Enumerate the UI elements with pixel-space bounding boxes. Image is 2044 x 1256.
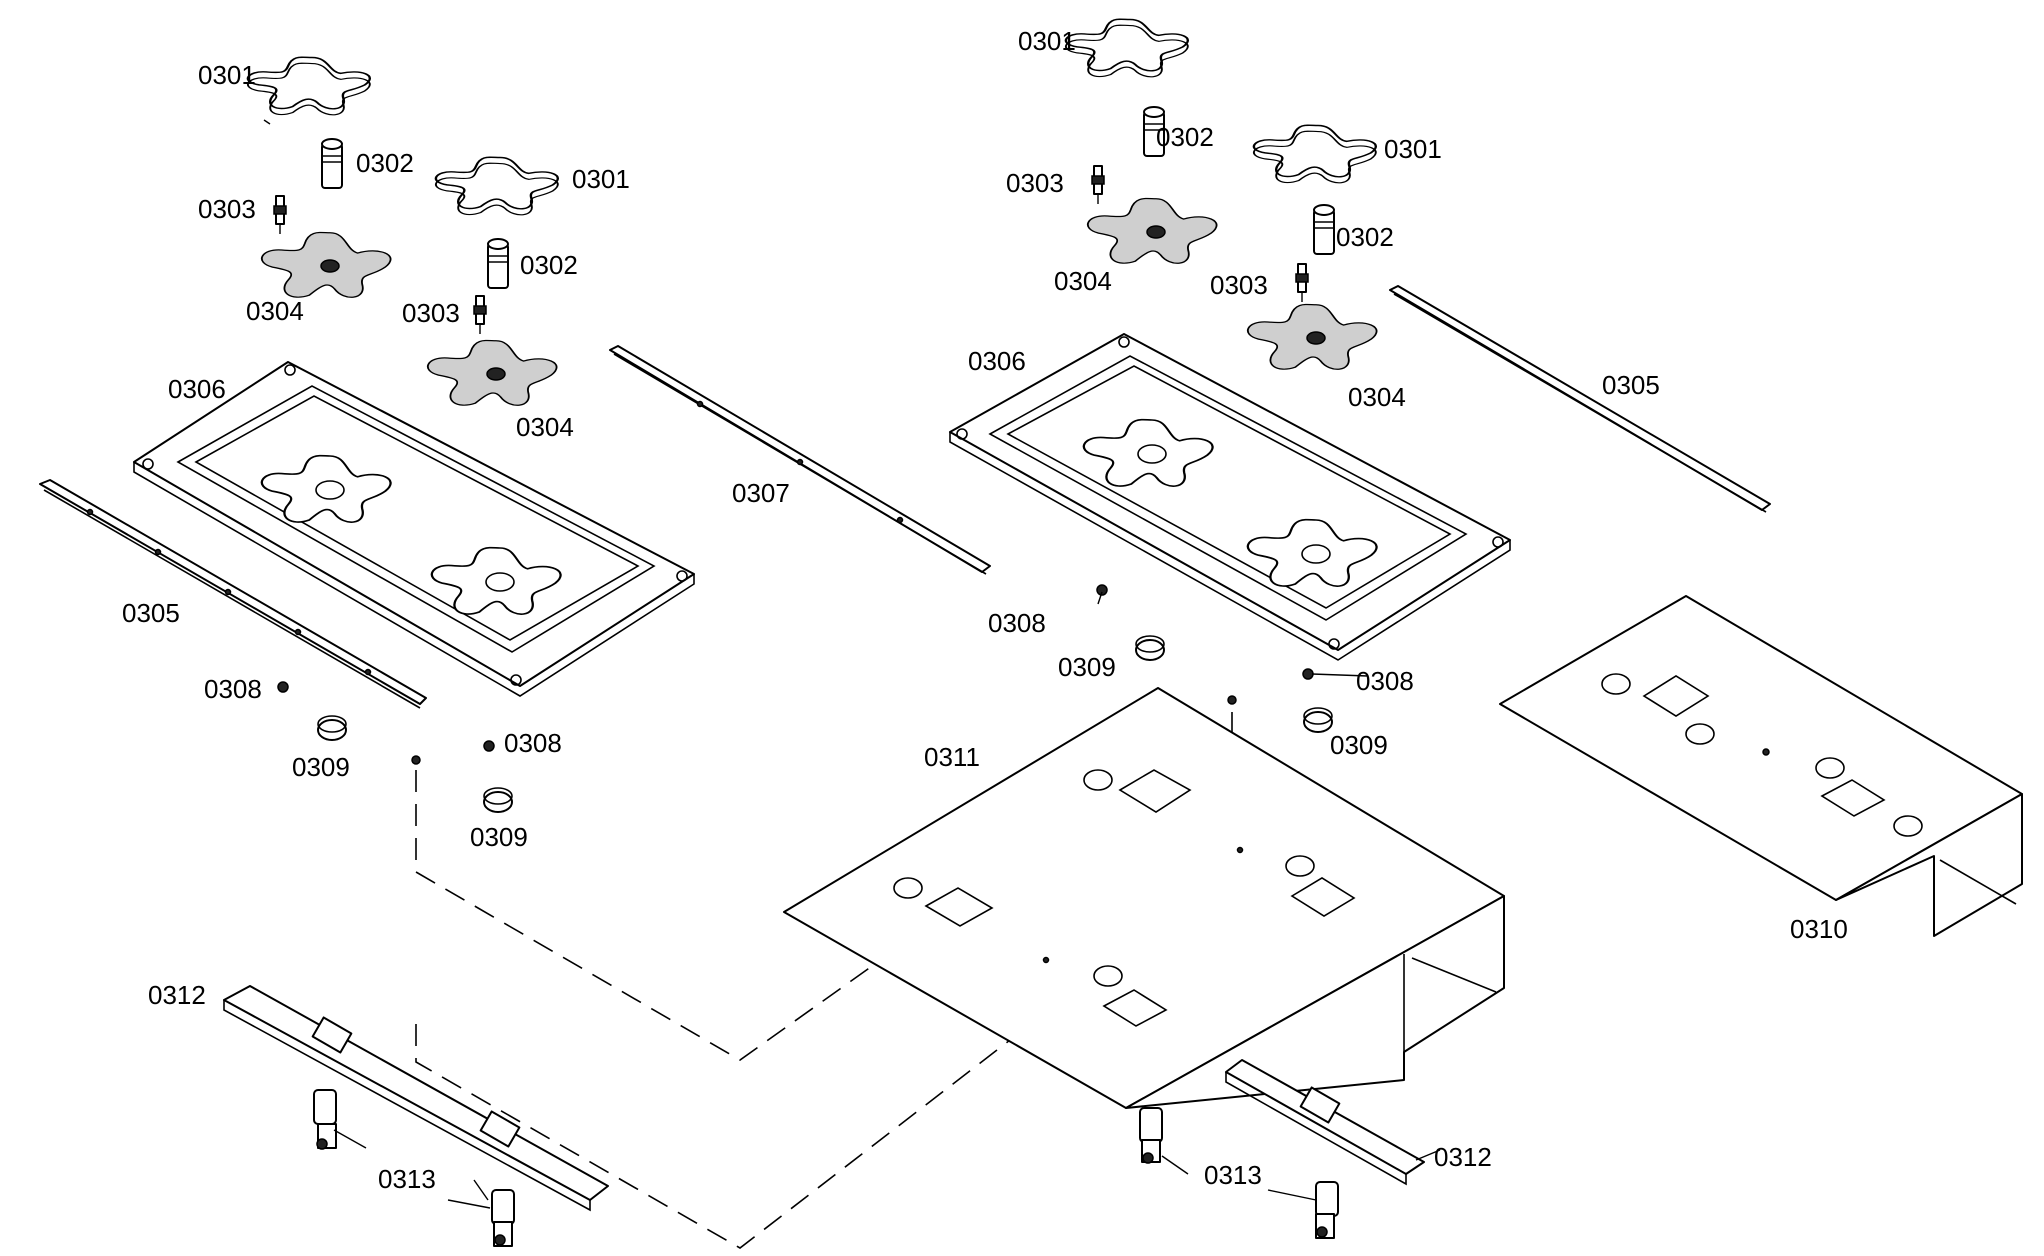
label-0313: 0313 [378,1164,436,1194]
valve-bar-left-0312 [223,985,609,1212]
gas-tap-0313-d [1315,1181,1339,1239]
burner-cap-0301-c [1064,18,1190,78]
label-0308: 0308 [504,728,562,758]
label-0305: 0305 [122,598,180,628]
control-panel-0310 [1499,595,2023,937]
label-0309: 0309 [292,752,350,782]
label-0309: 0309 [1330,730,1388,760]
label-0301: 0301 [1384,134,1442,164]
spark-electrode-0303-a [273,195,287,234]
gas-tap-0313-a [313,1089,337,1150]
label-0313: 0313 [1204,1160,1262,1190]
label-0308: 0308 [204,674,262,704]
label-0301: 0301 [198,60,256,90]
side-rail-left-0305 [39,479,427,709]
label-0303: 0303 [402,298,460,328]
label-0301: 0301 [1018,26,1076,56]
label-0304: 0304 [1054,266,1112,296]
burner-head-0304-c [1086,197,1218,265]
spark-electrode-0303-d [1295,263,1309,302]
burner-head-0304-d [1246,303,1378,371]
screws-0308-right [1096,584,1314,705]
label-0302: 0302 [1156,122,1214,152]
label-0303: 0303 [1006,168,1064,198]
base-plate-0311 [783,687,1505,1109]
label-0308: 0308 [988,608,1046,638]
injector-0302-a [321,138,343,189]
gas-tap-0313-b [491,1189,515,1247]
part-labels: 0301 0302 0303 0301 0302 0304 0303 0304 … [122,26,1848,1194]
burner-head-0304-b [426,339,558,407]
label-0305: 0305 [1602,370,1660,400]
label-0304: 0304 [516,412,574,442]
spark-electrode-0303-b [473,295,487,334]
injector-0302-c [1143,106,1165,157]
label-0304: 0304 [246,296,304,326]
label-0303: 0303 [198,194,256,224]
label-0312: 0312 [1434,1142,1492,1172]
burner-cap-0301-a [246,56,372,116]
label-0311: 0311 [924,742,980,772]
cooktop-tray-left [133,361,695,697]
side-rail-right-0305 [1389,285,1771,513]
label-0306: 0306 [968,346,1026,376]
label-0309: 0309 [470,822,528,852]
rail-0307 [609,345,991,575]
label-0308: 0308 [1356,666,1414,696]
label-0312: 0312 [148,980,206,1010]
label-0301: 0301 [572,164,630,194]
valve-bar-right-0312 [1225,1059,1425,1186]
label-0302: 0302 [1336,222,1394,252]
leader-lines [263,119,1441,1209]
label-0309: 0309 [1058,652,1116,682]
burner-cap-0301-d [1252,124,1378,184]
grommets-0309-left [317,715,513,813]
label-0310: 0310 [1790,914,1848,944]
label-0302: 0302 [520,250,578,280]
spark-electrode-0303-c [1091,165,1105,204]
label-0307: 0307 [732,478,790,508]
label-0306: 0306 [168,374,226,404]
label-0302: 0302 [356,148,414,178]
burner-head-0304-a [260,231,392,299]
burner-cap-0301-b [434,155,560,216]
label-0303: 0303 [1210,270,1268,300]
gas-tap-0313-c [1139,1107,1163,1164]
cooktop-tray-right [949,333,1511,661]
label-0304: 0304 [1348,382,1406,412]
screws-0308-left [277,681,495,765]
injector-0302-b [487,238,509,289]
grommets-0309-right [1135,635,1333,733]
injector-0302-d [1313,204,1335,255]
